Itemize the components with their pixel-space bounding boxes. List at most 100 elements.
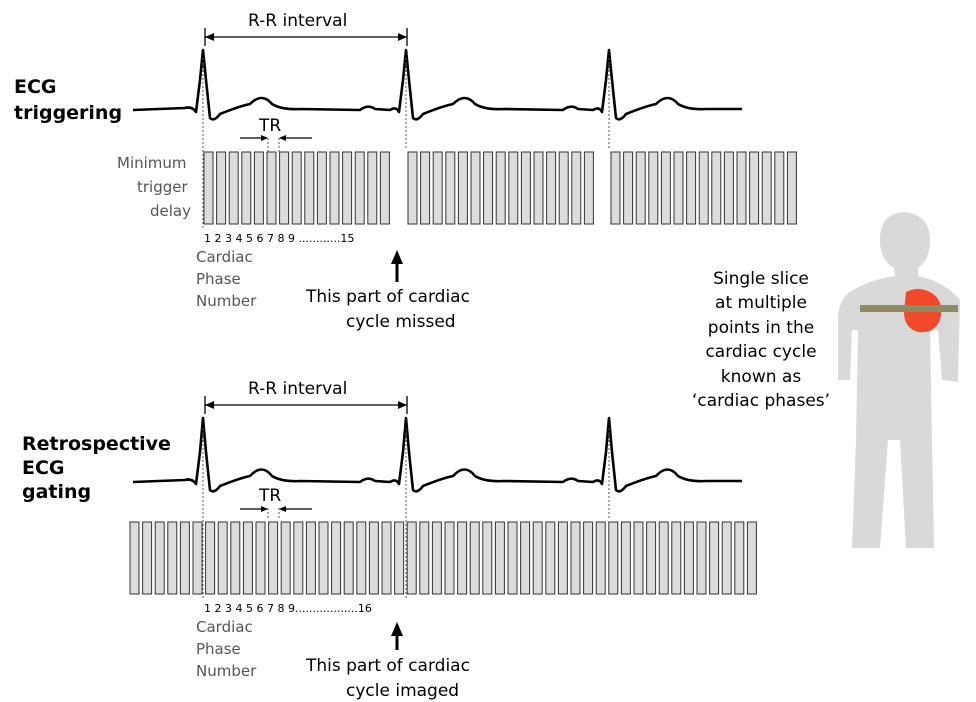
acquisition-bars-bottom	[129, 521, 757, 595]
trigger-bar	[736, 151, 747, 225]
gating-bar	[419, 521, 430, 595]
delay-label-line3: delay	[150, 202, 191, 220]
trigger-bar	[304, 151, 315, 225]
missed-annotation-line2: cycle missed	[346, 312, 456, 332]
gating-bar	[494, 521, 505, 595]
gating-bar	[280, 521, 291, 595]
phase-label-line3-bottom: Number	[196, 662, 257, 680]
gating-bar	[583, 521, 594, 595]
side-note-line4: cardiac cycle	[705, 342, 816, 362]
gating-bar	[545, 521, 556, 595]
trigger-bar	[749, 151, 760, 225]
gating-bar	[721, 521, 732, 595]
gating-bar	[242, 521, 253, 595]
side-note-line6: ‘cardiac phases’	[692, 391, 830, 411]
ecg-trace-bottom	[132, 416, 742, 493]
gating-bar	[217, 521, 228, 595]
gating-bar	[179, 521, 190, 595]
ecg-triggering-panel: ECG triggering R-R interval TR Minimum t…	[14, 11, 797, 332]
ecg-trace-top	[132, 48, 742, 121]
tr-arrow-left-bottom	[261, 506, 268, 512]
slice-band	[860, 305, 958, 312]
side-note-line5: known as	[721, 367, 802, 387]
imaged-annotation-line2: cycle imaged	[346, 681, 459, 701]
trigger-bar	[520, 151, 531, 225]
trigger-bar	[571, 151, 582, 225]
tr-label-bottom: TR	[258, 486, 281, 506]
side-note-line2: at multiple	[715, 293, 807, 313]
gating-bar	[305, 521, 316, 595]
trigger-bar	[241, 151, 252, 225]
tr-arrow-left-top	[261, 135, 268, 141]
gating-bar	[406, 521, 417, 595]
gating-bar	[658, 521, 669, 595]
trigger-bar	[253, 151, 264, 225]
side-note-line1: Single slice	[713, 269, 809, 289]
trigger-bar	[686, 151, 697, 225]
trigger-bar	[354, 151, 365, 225]
acquisition-bars-top	[203, 151, 797, 225]
trigger-bar	[457, 151, 468, 225]
gating-bar	[532, 521, 543, 595]
trigger-bar	[279, 151, 290, 225]
trigger-bar	[723, 151, 734, 225]
trigger-bar	[291, 151, 302, 225]
gating-bar	[154, 521, 165, 595]
trigger-bar	[216, 151, 227, 225]
trigger-bar	[648, 151, 659, 225]
gating-bar	[331, 521, 342, 595]
gating-bar	[671, 521, 682, 595]
tr-label-top: TR	[258, 116, 281, 136]
rr-label-top: R-R interval	[248, 11, 347, 31]
body-shape	[838, 212, 960, 548]
gating-bar	[709, 521, 720, 595]
gating-bar	[482, 521, 493, 595]
trigger-bar	[420, 151, 431, 225]
trigger-bar	[508, 151, 519, 225]
triggering-title-line2: triggering	[14, 102, 122, 124]
trigger-bar	[761, 151, 772, 225]
gating-title-line2: ECG	[22, 457, 65, 479]
gating-bar	[394, 521, 405, 595]
gating-bar	[595, 521, 606, 595]
phase-numbers-top: 1 2 3 4 5 6 7 8 9 ............15	[204, 232, 354, 245]
tr-arrow-right-bottom	[279, 506, 286, 512]
trigger-bar	[495, 151, 506, 225]
gating-bar	[608, 521, 619, 595]
gating-bar	[520, 521, 531, 595]
gating-bar	[293, 521, 304, 595]
gating-bar	[557, 521, 568, 595]
trigger-bar	[635, 151, 646, 225]
trigger-bar	[711, 151, 722, 225]
phase-label-line1-top: Cardiac	[196, 248, 253, 266]
gating-bar	[343, 521, 354, 595]
missed-arrow-head	[391, 250, 403, 264]
gating-bar	[318, 521, 329, 595]
trigger-bar	[673, 151, 684, 225]
delay-label-line1: Minimum	[117, 154, 187, 172]
trigger-bar	[266, 151, 277, 225]
trigger-bar	[583, 151, 594, 225]
trigger-bar	[432, 151, 443, 225]
gating-bar	[368, 521, 379, 595]
trigger-bar	[533, 151, 544, 225]
phase-label-line2-bottom: Phase	[196, 640, 241, 658]
trigger-bar	[367, 151, 378, 225]
gating-bar	[620, 521, 631, 595]
trigger-bar	[470, 151, 481, 225]
gating-title-line1: Retrospective	[22, 433, 171, 455]
gating-bar	[746, 521, 757, 595]
gating-bar	[431, 521, 442, 595]
trigger-bar	[445, 151, 456, 225]
gating-bar	[268, 521, 279, 595]
retrospective-gating-panel: Retrospective ECG gating R-R interval TR…	[22, 379, 757, 701]
gating-bar	[457, 521, 468, 595]
imaged-arrow-head	[391, 622, 403, 636]
gating-bar	[444, 521, 455, 595]
phase-label-line1-bottom: Cardiac	[196, 618, 253, 636]
gating-bar	[633, 521, 644, 595]
trigger-bar	[203, 151, 214, 225]
missed-annotation-line1: This part of cardiac	[305, 287, 470, 307]
trigger-bar	[316, 151, 327, 225]
